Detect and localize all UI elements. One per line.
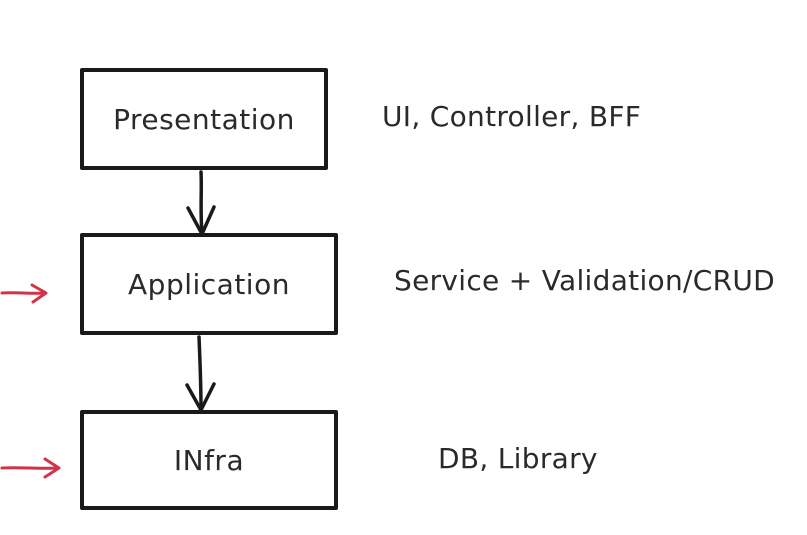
infra-marker-arrow	[0, 457, 61, 479]
application-to-infra-arrow	[185, 335, 216, 412]
presentation-layer-label: Presentation	[113, 102, 295, 136]
infra-layer-description: DB, Library	[438, 442, 598, 475]
infra-layer-box: INfra	[80, 410, 338, 510]
application-layer-description: Service + Validation/CRUD	[394, 264, 776, 297]
infra-layer-label: INfra	[173, 443, 245, 477]
application-layer-box: Application	[80, 233, 338, 335]
presentation-layer-description: UI, Controller, BFF	[382, 100, 642, 133]
presentation-to-application-arrow	[186, 170, 216, 236]
application-marker-arrow	[0, 283, 48, 304]
application-layer-label: Application	[128, 267, 290, 301]
presentation-layer-box: Presentation	[80, 68, 328, 170]
